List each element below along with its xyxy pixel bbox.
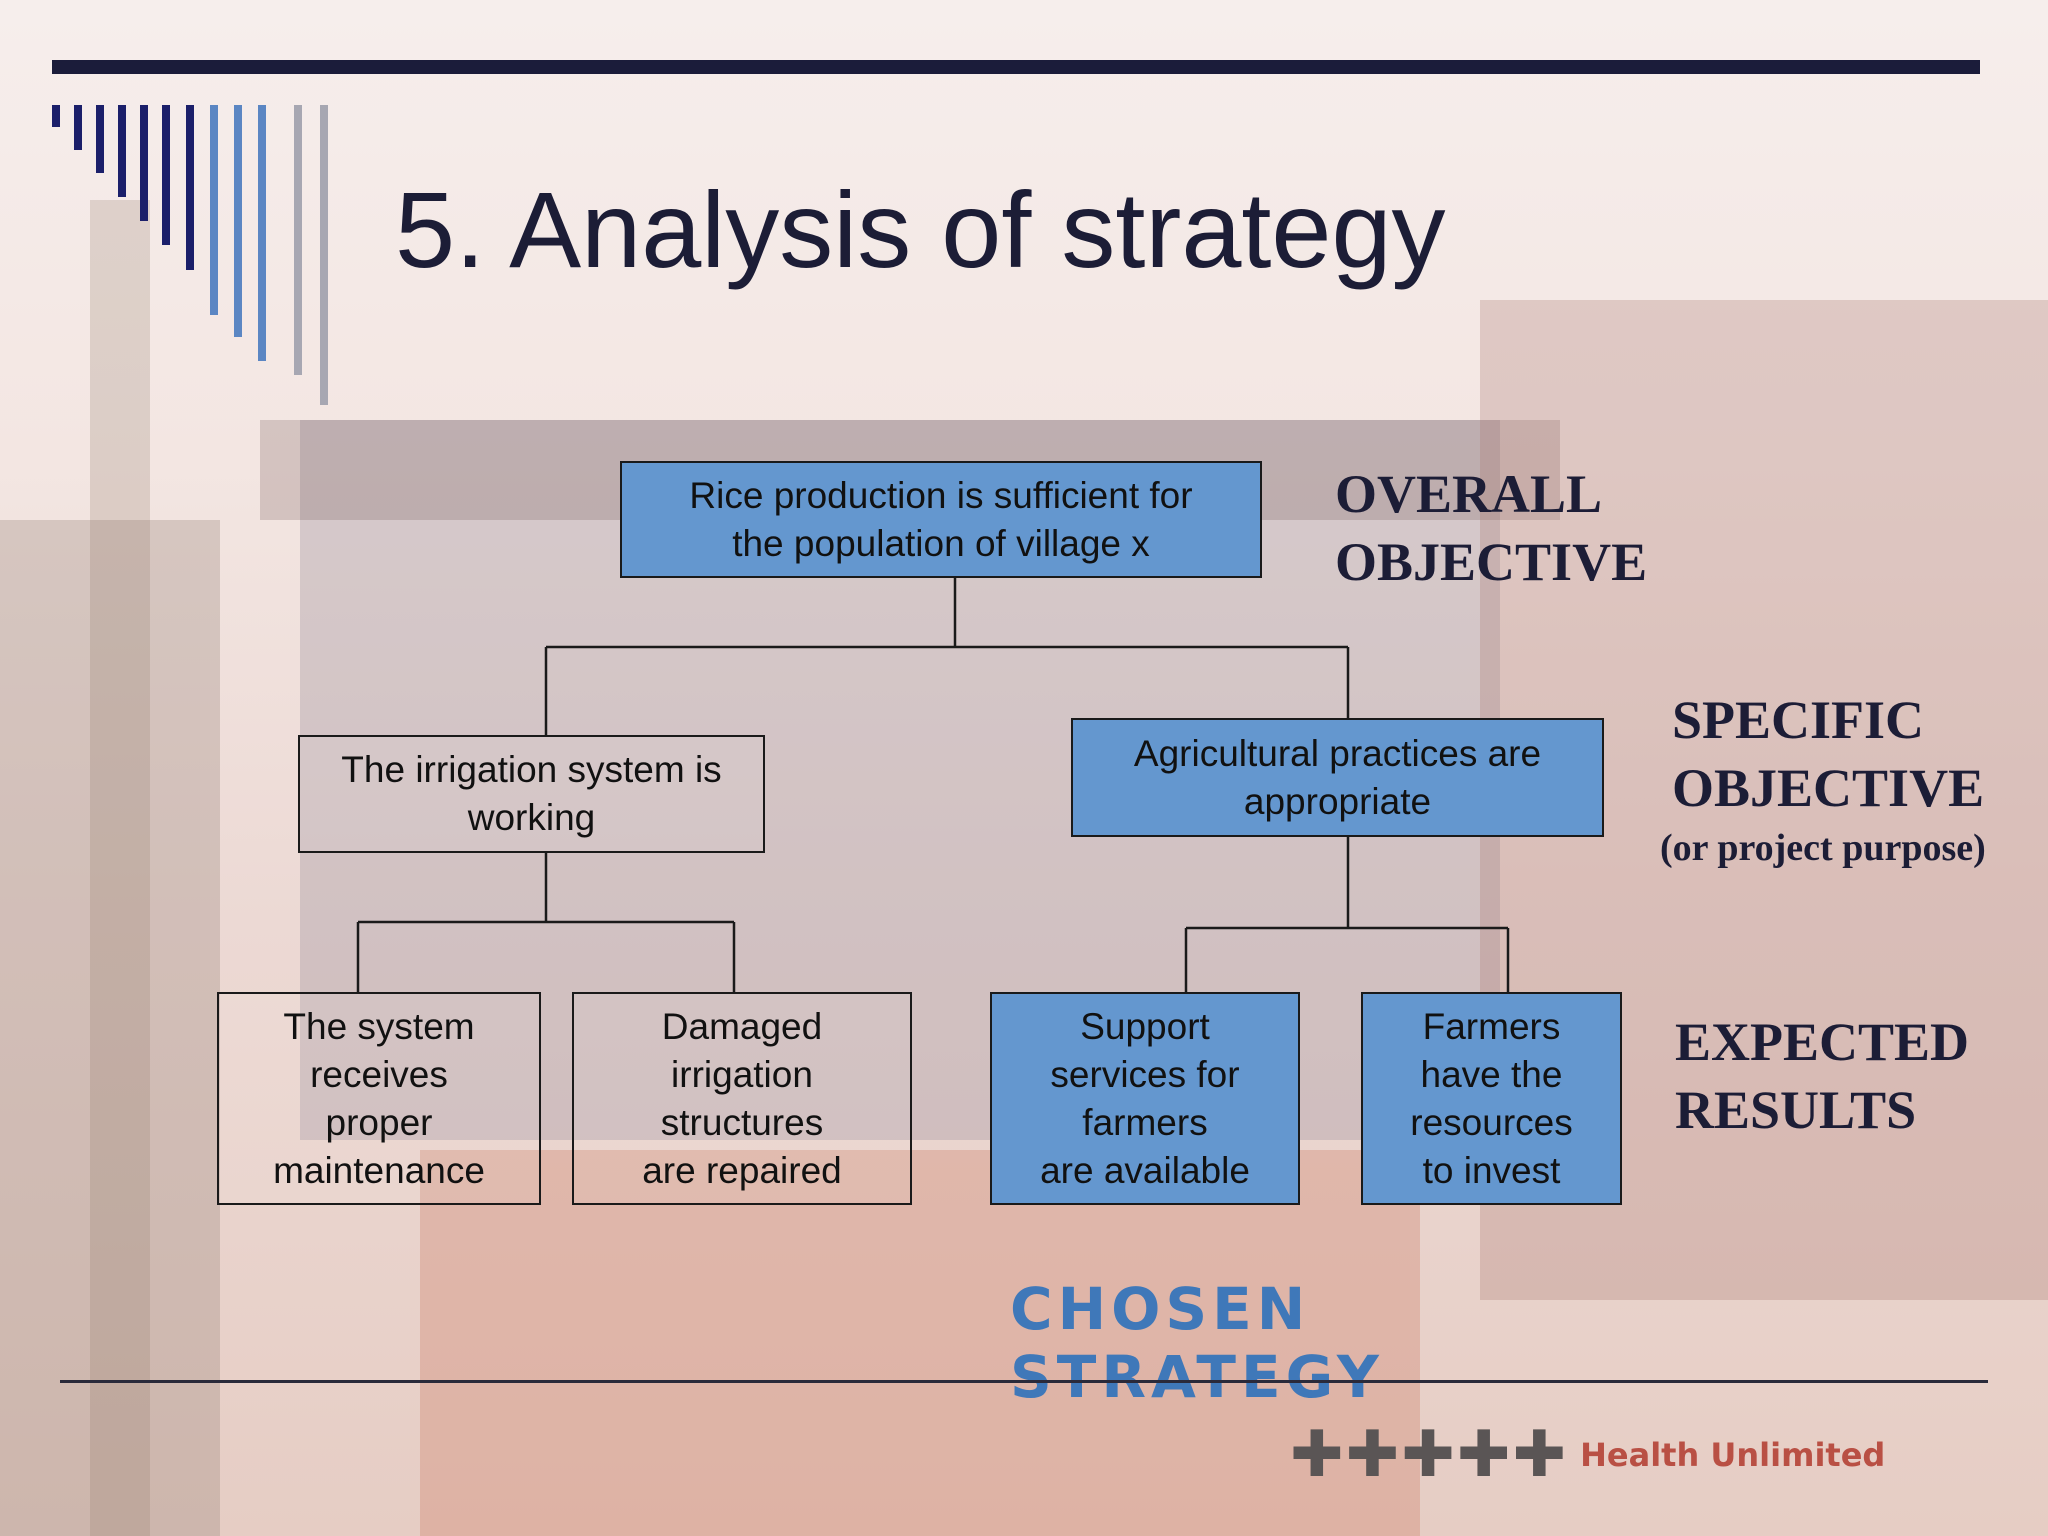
- deco-bar: [74, 105, 82, 150]
- logo-text: Health Unlimited: [1580, 1436, 1886, 1474]
- deco-bar: [210, 105, 218, 315]
- level-label-specific-note: (or project purpose): [1660, 827, 1986, 869]
- result-box-repairs: Damaged irrigation structures are repair…: [572, 992, 912, 1205]
- result-text: Support services for farmers are availab…: [1040, 1005, 1250, 1191]
- deco-bar: [52, 105, 60, 127]
- deco-bar: [258, 105, 266, 361]
- background-fence: [0, 520, 220, 1536]
- background-tree: [90, 200, 150, 1536]
- result-box-support-services: Support services for farmers are availab…: [990, 992, 1300, 1205]
- people-figures-icon: ✚ ✚ ✚ ✚ ✚: [1290, 1418, 1567, 1492]
- level-label-specific: SPECIFIC OBJECTIVE: [1672, 690, 1985, 818]
- specific-objective-box-irrigation: The irrigation system is working: [298, 735, 765, 853]
- deco-bar: [96, 105, 104, 173]
- deco-bar: [118, 105, 126, 197]
- chosen-strategy-label: CHOSEN STRATEGY: [1010, 1275, 1384, 1411]
- deco-bar: [234, 105, 242, 337]
- specific-objective-text: Agricultural practices are appropriate: [1133, 732, 1542, 822]
- deco-bar: [162, 105, 170, 245]
- deco-bar: [294, 105, 302, 375]
- deco-bar: [320, 105, 328, 405]
- specific-objective-text: The irrigation system is working: [341, 749, 722, 838]
- level-label-overall: OVERALL OBJECTIVE: [1335, 464, 1648, 592]
- result-text: Farmers have the resources to invest: [1410, 1005, 1573, 1191]
- top-rule: [52, 60, 1980, 74]
- result-text: The system receives proper maintenance: [273, 1005, 485, 1191]
- deco-bar: [140, 105, 148, 221]
- bottom-rule: [60, 1380, 1988, 1383]
- level-label-results: EXPECTED RESULTS: [1675, 1012, 1970, 1140]
- result-box-maintenance: The system receives proper maintenance: [217, 992, 541, 1205]
- health-unlimited-logo: ✚ ✚ ✚ ✚ ✚ Health Unlimited: [1290, 1420, 1885, 1490]
- overall-objective-text: Rice production is sufficient for the po…: [689, 474, 1193, 564]
- background-path: [420, 1150, 1420, 1536]
- specific-objective-box-agriculture: Agricultural practices are appropriate: [1071, 718, 1604, 837]
- result-text: Damaged irrigation structures are repair…: [642, 1005, 842, 1191]
- result-box-resources: Farmers have the resources to invest: [1361, 992, 1622, 1205]
- slide-title: 5. Analysis of strategy: [395, 169, 1446, 290]
- deco-bar: [186, 105, 194, 270]
- overall-objective-box: Rice production is sufficient for the po…: [620, 461, 1262, 578]
